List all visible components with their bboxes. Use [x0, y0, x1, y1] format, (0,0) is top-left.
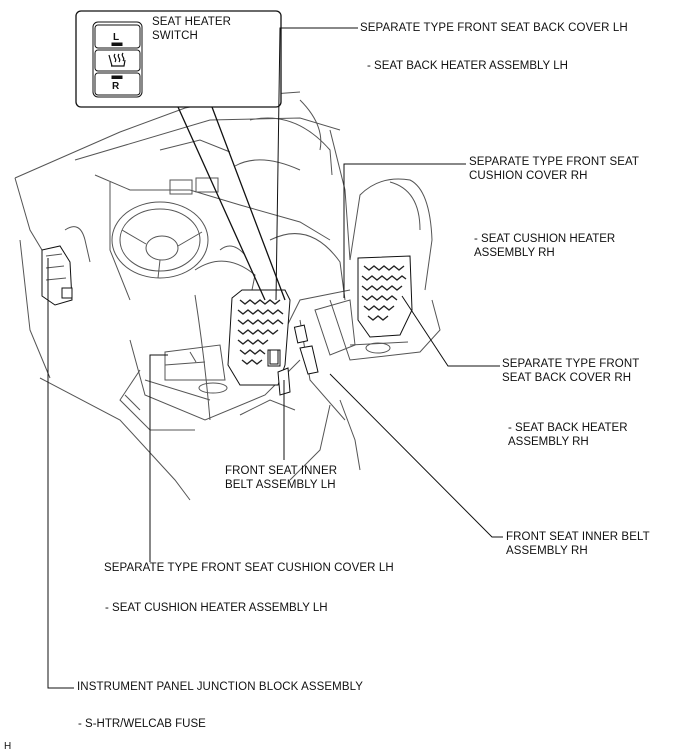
switch-callout-leader [177, 106, 286, 301]
leader-seat-cushion-cover-lh [149, 354, 168, 562]
steering-wheel [111, 201, 209, 279]
seat-heater-switch-graphic [92, 21, 143, 98]
label-inner-belt-rh: FRONT SEAT INNER BELT ASSEMBLY RH [506, 531, 650, 557]
label-seat-cushion-heater-lh: - SEAT CUSHION HEATER ASSEMBLY LH [105, 602, 328, 614]
junction-block [41, 245, 73, 306]
corner-mark: H [4, 741, 12, 752]
label-seat-cushion-cover-lh: SEPARATE TYPE FRONT SEAT CUSHION COVER L… [104, 562, 394, 574]
leader-seat-cushion-cover-rh [343, 163, 466, 298]
label-seat-cushion-cover-rh: SEPARATE TYPE FRONT SEAT CUSHION COVER R… [469, 156, 640, 182]
label-seat-back-cover-lh: SEPARATE TYPE FRONT SEAT BACK COVER LH [360, 22, 628, 34]
label-fuse: - S-HTR/WELCAB FUSE [78, 718, 206, 730]
label-seat-back-heater-rh: - SEAT BACK HEATER ASSEMBLY RH [508, 422, 628, 448]
leader-seat-back-cover-rh [401, 295, 500, 367]
label-junction-block: INSTRUMENT PANEL JUNCTION BLOCK ASSEMBLY [77, 681, 364, 693]
leader-lines [47, 27, 503, 689]
leader-inner-belt-rh [329, 373, 503, 538]
switch-label-l: L [113, 32, 120, 43]
dashboard-top [74, 117, 341, 161]
label-seat-heater-switch: SEAT HEATER SWITCH [152, 16, 232, 42]
seat-back-heater-rh [357, 255, 413, 338]
switch-label-r: R [112, 81, 120, 92]
leader-seat-back-cover-lh [275, 27, 358, 301]
label-inner-belt-lh: FRONT SEAT INNER BELT ASSEMBLY LH [225, 465, 338, 491]
switch-in-console [269, 349, 279, 365]
right-seat-back [349, 178, 433, 291]
label-seat-back-cover-rh: SEPARATE TYPE FRONT SEAT BACK COVER RH [502, 358, 640, 384]
label-seat-back-heater-lh: - SEAT BACK HEATER ASSEMBLY LH [367, 60, 568, 72]
leader-junction-block [47, 258, 74, 689]
label-seat-cushion-heater-rh: - SEAT CUSHION HEATER ASSEMBLY RH [474, 233, 616, 259]
seat-heater-icon [108, 52, 126, 67]
